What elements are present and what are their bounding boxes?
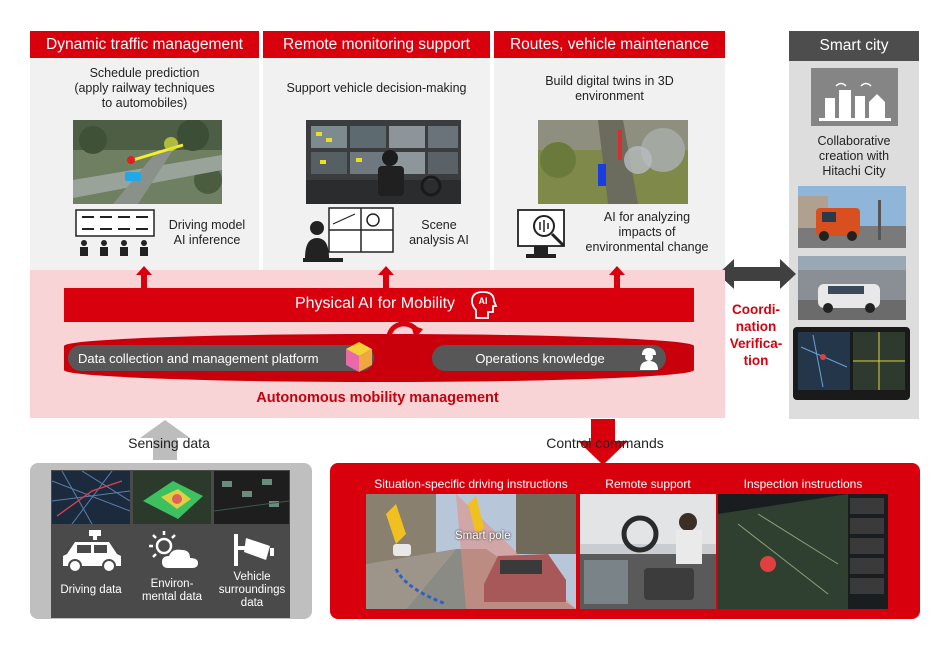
- dynamic-sub-line1: Driving model: [168, 218, 246, 232]
- veh-label-line1: Vehicle: [233, 571, 271, 583]
- routes-sub-line3: environmental change: [585, 240, 709, 254]
- routes-sub-line2: impacts of: [618, 225, 676, 239]
- smart-pole-label: Smart pole: [455, 530, 511, 542]
- ops-knowledge-label: Operations knowledge: [475, 351, 605, 366]
- smart-city-dashboard-photo: [793, 327, 910, 400]
- ai-head-icon: AI: [470, 290, 498, 320]
- remote-sub-line1: Scene: [421, 218, 457, 232]
- driving-map-image: [52, 471, 130, 524]
- routes-desc-line2: environment: [575, 89, 644, 103]
- header-situation-instructions: Situation-specific driving instructions: [374, 477, 568, 491]
- header-routes-maintenance: Routes, vehicle maintenance: [494, 31, 725, 58]
- environment-heatmap-image: [133, 471, 211, 524]
- physical-ai-title: Physical AI for Mobility: [294, 295, 456, 312]
- weather-icon: [144, 530, 200, 572]
- smart-city-icon: [811, 68, 898, 126]
- autonomous-title: Autonomous mobility management: [256, 390, 499, 406]
- ai-badge: AI: [478, 296, 488, 306]
- data-cube-icon: [344, 340, 374, 374]
- data-platform-label: Data collection and management platform: [78, 351, 319, 366]
- car-icon: [61, 528, 123, 574]
- monitoring-room-image: [306, 120, 461, 204]
- smart-city-vehicle-photo-2: [798, 256, 906, 320]
- vehicle-surroundings-image: [214, 471, 289, 524]
- panel-routes-maintenance: Build digital twins in 3D environment AI…: [494, 58, 725, 270]
- driving-data-label: Driving data: [60, 584, 122, 596]
- dynamic-sub-line2: AI inference: [173, 233, 241, 247]
- control-down-arrow: [578, 419, 628, 465]
- driving-model-icon: [74, 208, 156, 258]
- remote-desc: Support vehicle decision-making: [286, 81, 467, 95]
- smart-city-vehicle-photo-1: [798, 186, 906, 248]
- header-dynamic-traffic: Dynamic traffic management: [30, 31, 259, 58]
- panel-dynamic-traffic: Schedule prediction (apply railway techn…: [30, 58, 259, 270]
- coordination-label: Coordi- nation Verifica- tion: [724, 301, 788, 369]
- sensing-up-arrow: [140, 420, 190, 460]
- control-commands-label: Control commands: [546, 435, 664, 451]
- inspection-image: [718, 494, 888, 609]
- coordination-line3: Verifica-: [729, 336, 783, 351]
- dynamic-desc-line2: (apply railway techniques: [74, 81, 215, 95]
- dynamic-desc-line3: to automobiles): [101, 96, 188, 110]
- panel-remote-monitoring: Support vehicle decision-making: [263, 58, 490, 270]
- sensing-data-label: Sensing data: [128, 435, 210, 451]
- ops-knowledge-capsule: [432, 345, 666, 371]
- dynamic-desc-line1: Schedule prediction: [89, 66, 200, 80]
- coordination-line4: tion: [743, 353, 769, 368]
- smart-city-desc-line3: Hitachi City: [822, 164, 886, 178]
- env-label-line1: Environ-: [150, 578, 194, 590]
- veh-label-line2: surroundings: [218, 584, 286, 596]
- coordination-double-arrow: [718, 258, 796, 290]
- smart-city-desc-line2: creation with: [818, 149, 890, 163]
- vehicle-surroundings-label: Vehicle surroundings data: [212, 571, 292, 610]
- smart-city-desc-line1: Collaborative: [817, 134, 891, 148]
- traffic-map-image: [73, 120, 222, 204]
- routes-sub-line1: AI for analyzing: [603, 210, 691, 224]
- routes-desc-line1: Build digital twins in 3D: [545, 74, 674, 88]
- environmental-data-label: Environ- mental data: [133, 578, 211, 604]
- coordination-line2: nation: [735, 319, 777, 334]
- header-remote-monitoring: Remote monitoring support: [263, 31, 490, 58]
- engineer-icon: [636, 345, 662, 371]
- digital-twin-image: [538, 120, 688, 204]
- operator-icon: [303, 206, 395, 264]
- physical-ai-bar: [64, 288, 694, 322]
- header-smart-city: Smart city: [789, 31, 919, 61]
- header-remote-support: Remote support: [605, 477, 691, 491]
- env-label-line2: mental data: [141, 591, 203, 603]
- coordination-line1: Coordi-: [732, 302, 780, 317]
- header-inspection-instructions: Inspection instructions: [743, 477, 863, 491]
- veh-label-line3: data: [240, 597, 264, 609]
- remote-support-image: [580, 494, 716, 609]
- camera-icon: [230, 530, 276, 570]
- analysis-monitor-icon: [516, 206, 576, 262]
- remote-sub-line2: analysis AI: [409, 233, 469, 247]
- smart-pole-road-image: [366, 494, 576, 609]
- data-platform-capsule: [68, 345, 374, 371]
